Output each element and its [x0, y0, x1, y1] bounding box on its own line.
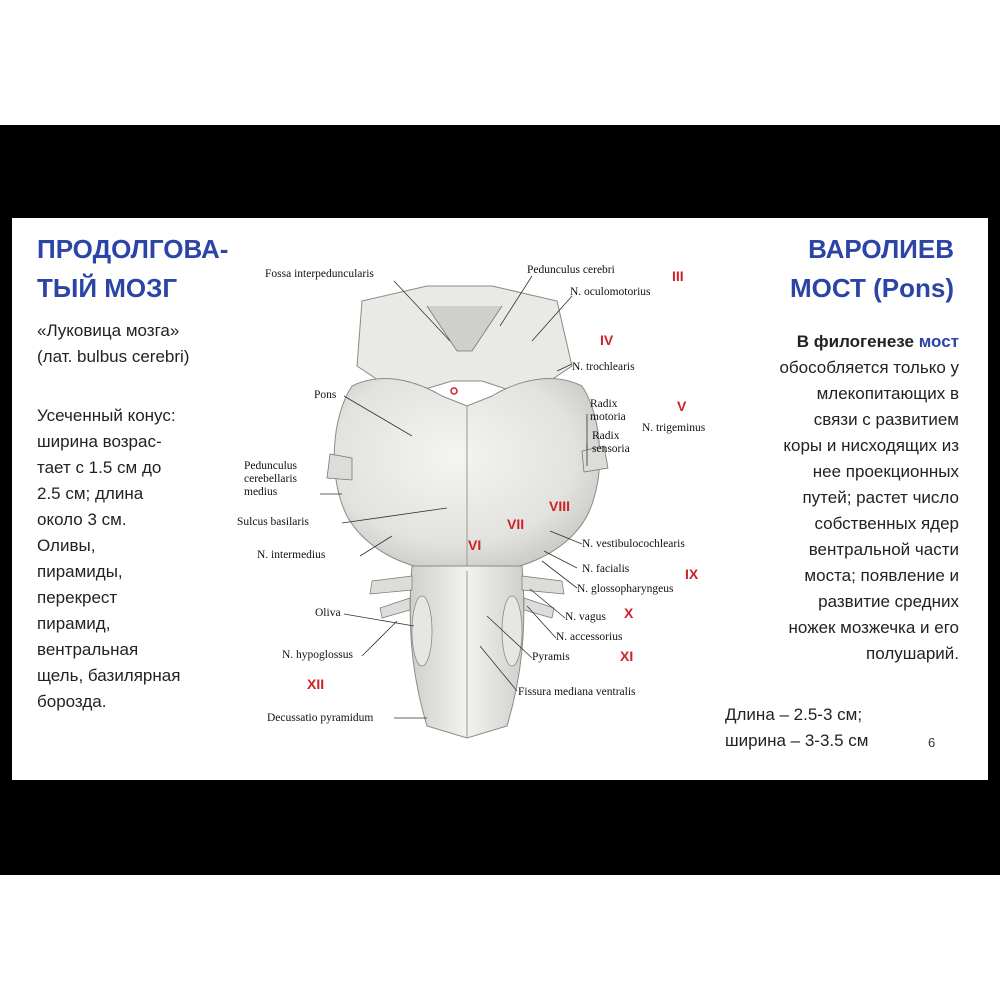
label-n-trochlearis: N. trochlearis [572, 361, 635, 373]
brainstem-illustration [320, 275, 609, 739]
trigeminal-nerve-left [326, 453, 353, 481]
description-line: борозда. [37, 692, 107, 711]
label-pedunculus: Pedunculus [244, 460, 298, 472]
left-letterbox-edge [0, 125, 12, 875]
synonym-line: «Луковица мозга» [37, 321, 180, 340]
description-line: обособляется только у [779, 358, 959, 377]
cranial-nerve-numeral-viii: VIII [549, 498, 571, 514]
label-radix: Radix [592, 430, 620, 442]
cranial-nerve-stub [379, 597, 411, 619]
label-n-vagus: N. vagus [565, 611, 606, 623]
label-n-hypoglossus: N. hypoglossus [282, 649, 353, 661]
label-pyramis: Pyramis [532, 651, 570, 663]
pons-highlight-word: мост [918, 332, 959, 351]
label-n-intermedius: N. intermedius [257, 549, 326, 561]
pons-title-line1: ВАРОЛИЕВ [808, 234, 954, 264]
description-line: пирамид, [37, 614, 111, 633]
bottom-letterbox-band [0, 780, 1000, 875]
trigeminal-nerve-right [581, 445, 609, 473]
pons-dimensions: Длина – 2.5-3 см; ширина – 3-3.5 см [725, 702, 945, 754]
description-line: щель, базилярная [37, 666, 181, 685]
description-line: перекрест [37, 588, 118, 607]
label-decussatio-pyramidum: Decussatio pyramidum [267, 712, 374, 724]
description-line: вентральной части [808, 540, 959, 559]
cranial-nerve-stub [523, 597, 555, 619]
phylogenesis-intro: В филогенезе [796, 332, 919, 351]
pons-marker-dot [450, 387, 458, 395]
medulla-title-line1: ПРОДОЛГОВА- [37, 234, 229, 264]
pons-title-line2: МОСТ (Pons) [790, 273, 954, 303]
interpeduncular-fossa [426, 305, 503, 352]
olive-left [411, 595, 433, 667]
description-line: млекопитающих в [816, 384, 959, 403]
description-line: коры и нисходящих из [783, 436, 959, 455]
medulla-title-line2: ТЫЙ МОЗГ [37, 273, 178, 303]
description-line: полушарий. [866, 644, 959, 663]
description-line: моста; появление и [804, 566, 959, 585]
cranial-nerve-stub [521, 575, 565, 595]
cranial-nerve-stub [369, 575, 413, 595]
description-line: путей; растет число [802, 488, 959, 507]
label-medius: medius [244, 486, 278, 498]
synonym-line: (лат. bulbus cerebri) [37, 347, 190, 366]
description-line: ножек мозжечка и его [788, 618, 959, 637]
label-radix-sensoria: Radix sensoria [592, 430, 630, 456]
description-line: около 3 см. [37, 510, 127, 529]
description-line: развитие средних [818, 592, 959, 611]
label-sulcus-basilaris: Sulcus basilaris [237, 516, 309, 528]
label-fossa-interpeduncularis: Fossa interpeduncularis [265, 268, 374, 280]
label-leader-lines [320, 275, 588, 719]
description-line: пирамиды, [37, 562, 123, 581]
cranial-nerve-numeral-iv: IV [600, 332, 614, 348]
description-line: ширина возрас- [37, 432, 162, 451]
label-n-oculomotorius: N. oculomotorius [570, 286, 651, 298]
label-pedunculus-cerebellaris-medius: Pedunculus cerebellaris medius [244, 460, 297, 499]
label-oliva: Oliva [315, 607, 341, 619]
top-letterbox-band [0, 125, 1000, 218]
cranial-nerve-numeral-xi: XI [620, 648, 634, 664]
cranial-nerve-numeral-xii: XII [307, 676, 325, 692]
description-line: Оливы, [37, 536, 96, 555]
label-n-glossopharyngeus: N. glossopharyngeus [577, 583, 674, 595]
page-number: 6 [928, 735, 936, 750]
description-line: тает с 1.5 см до [37, 458, 162, 477]
cranial-nerve-numeral-v: V [677, 398, 687, 414]
pons-title: ВАРОЛИЕВ МОСТ (Pons) [740, 230, 954, 308]
cranial-nerve-numeral-ix: IX [685, 566, 699, 582]
olive-right [501, 595, 523, 667]
label-fissura-mediana-ventralis: Fissura mediana ventralis [518, 686, 636, 698]
right-letterbox-edge [988, 125, 1000, 875]
description-line: 2.5 см; длина [37, 484, 144, 503]
label-radix: Radix [590, 398, 618, 410]
description-line: собственных ядер [814, 514, 959, 533]
pons-description: В филогенезе мост обособляется только у … [732, 329, 959, 667]
label-n-trigeminus: N. trigeminus [642, 422, 706, 434]
cranial-nerve-numeral-iii: III [672, 268, 684, 284]
label-n-vestibulocochlearis: N. vestibulocochlearis [582, 538, 685, 550]
cranial-nerve-numeral-vi: VI [468, 537, 482, 553]
medulla-synonym: «Луковица мозга» (лат. bulbus cerebri) [37, 318, 237, 370]
label-pedunculus-cerebri: Pedunculus cerebri [527, 264, 615, 276]
cranial-nerve-numeral-vii: VII [507, 516, 525, 532]
dimension-length: Длина – 2.5-3 см; [725, 705, 863, 724]
description-line: вентральная [37, 640, 139, 659]
description-line: Усеченный конус: [37, 406, 176, 425]
label-sensoria: sensoria [592, 443, 630, 455]
label-motoria: motoria [590, 411, 626, 423]
label-n-accessorius: N. accessorius [556, 631, 623, 643]
label-n-facialis: N. facialis [582, 563, 630, 575]
medulla-title: ПРОДОЛГОВА- ТЫЙ МОЗГ [37, 230, 267, 308]
medulla-description: Усеченный конус: ширина возрас- тает с 1… [37, 403, 237, 715]
brainstem-diagram: Fossa interpeduncularis Pedunculus cereb… [232, 246, 730, 756]
label-cerebellaris: cerebellaris [244, 473, 297, 485]
cranial-nerve-numeral-x: X [624, 605, 634, 621]
dimension-width: ширина – 3-3.5 см [725, 731, 869, 750]
label-pons: Pons [314, 389, 337, 401]
description-line: нее проекционных [812, 462, 959, 481]
description-line: связи с развитием [813, 410, 959, 429]
label-radix-motoria: Radix motoria [590, 398, 626, 424]
